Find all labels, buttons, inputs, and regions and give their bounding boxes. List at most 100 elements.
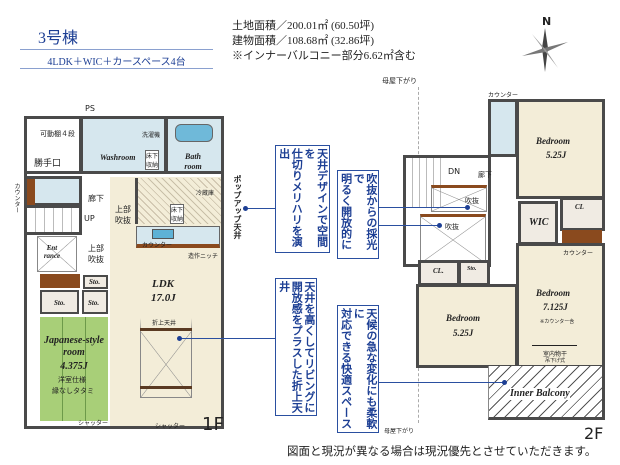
eave-label-bottom: 母屋下がり [384, 428, 415, 435]
bedroom-2-size: 7.125J [543, 302, 568, 312]
ldk-name: LDK [152, 278, 174, 290]
callout-text: 開放感をプラスした折上天井 [277, 281, 304, 413]
callout-dot [243, 206, 248, 211]
bedroom-2-note: ※カウンター含 [540, 319, 575, 325]
inner-balcony-label: Inner Balcony [510, 388, 570, 400]
ldk-size: 17.0J [151, 292, 176, 304]
entrance [37, 236, 77, 272]
counter-label-1f: カウンター [13, 183, 20, 213]
closet-2-label: CL. [433, 267, 444, 275]
ps-label: PS [85, 104, 95, 113]
washroom-label: Washroom [100, 153, 136, 162]
callout-void-light: 吹抜からの採光で明るく開放的に [337, 170, 379, 259]
entrance-label: Ent rance [43, 244, 61, 261]
land-area: 土地面積／200.01㎡ (60.50坪) [232, 20, 375, 32]
fridge-label: 冷蔵庫 [196, 188, 215, 197]
divider [20, 49, 213, 50]
callout-dot [177, 336, 182, 341]
storage-3-label: Sto. [88, 299, 100, 307]
popup-ceiling-label: ポップアップ天井 [233, 175, 242, 239]
compass-label: N [542, 15, 552, 28]
eave-label-top: 母屋下がり [382, 77, 417, 85]
storage-1-label: Sto. [89, 278, 101, 286]
callout-leader [245, 208, 275, 209]
building-area: 建物面積／108.68㎡ (32.86坪) [232, 35, 375, 47]
counter-label-mid: カウンター [563, 250, 594, 257]
void-a-label: 吹抜 [465, 197, 479, 205]
drying-rod [532, 345, 577, 346]
counter-1f [27, 179, 35, 205]
callout-dot [437, 223, 442, 228]
eave-line [418, 368, 419, 423]
coffered-beam [140, 386, 192, 389]
stair-storage [40, 274, 80, 288]
void-label-1: 上部吹抜 [115, 205, 131, 225]
coffered-beam [140, 328, 192, 331]
bedroom-1 [516, 99, 605, 199]
bedroom-3 [416, 284, 518, 368]
callout-leader [180, 338, 275, 339]
underfloor-storage-1: 床下収納 [145, 150, 159, 170]
up-label: UP [84, 214, 95, 223]
void-a [431, 185, 487, 212]
japanese-room [40, 317, 108, 421]
storage-3: Sto. [82, 290, 108, 314]
callout-leader [364, 382, 504, 383]
floor1-label: 1F [202, 414, 224, 435]
bedroom-3-name: Bedroom [446, 313, 481, 323]
callout-dot [502, 380, 507, 385]
callout-ceiling-design: 天井デザインで空間を仕切りメリハリを演出 [275, 145, 330, 253]
callout-text: 吹抜からの採光で [352, 173, 378, 250]
counter-label-kitchen: カウンター [142, 242, 173, 249]
underfloor-storage-2: 床下収納 [170, 204, 184, 224]
compass-icon [522, 28, 568, 72]
void-b [420, 214, 486, 264]
back-door-room [24, 116, 82, 174]
bath-label: Bath room [184, 152, 202, 171]
hall-label-2f: 廊下 [478, 171, 492, 179]
sink [152, 229, 174, 239]
callout-text: 対応できる快適スペース [339, 308, 353, 429]
japanese-room-note-1: 洋室仕様 [58, 376, 86, 384]
niche-label: 造作ニッチ [188, 253, 219, 260]
bedroom-1-name: Bedroom [536, 136, 571, 146]
japanese-room-name: Japanese-style room [44, 335, 104, 358]
bedroom-1-size: 5.25J [546, 150, 567, 160]
balcony-note: ※インナーバルコニー部分6.62㎡含む [232, 50, 416, 62]
bathtub [175, 124, 213, 142]
callout-leader [362, 207, 467, 208]
drying-label: 室内物干 [543, 351, 568, 358]
layout-summary: 4LDK＋WIC＋カースペース4台 [47, 57, 186, 68]
counter-label-top: カウンター [488, 92, 519, 99]
shutter-label-2: シャッター [155, 423, 186, 430]
disclaimer: 図面と現況が異なる場合は現況優先とさせていただきます。 [287, 444, 597, 458]
coffered-label: 折上天井 [152, 320, 177, 327]
hall-label-1f: 廊下 [88, 194, 104, 203]
void-label-2: 上部吹抜 [88, 244, 104, 264]
callout-text: 明るく開放的に [339, 173, 353, 250]
closet-1-label: CL [575, 203, 584, 211]
toilet-2f [488, 99, 518, 157]
staircase-1f [24, 205, 82, 235]
storage-2-label: Sto. [54, 299, 66, 307]
shutter-label-1: シャッター [78, 420, 109, 427]
laundry-label: 洗濯機 [142, 132, 161, 139]
closet-1 [560, 197, 605, 231]
callout-text: 天井を高くしてリビングに [302, 281, 316, 413]
storage-2: Sto. [40, 290, 79, 314]
shelf-label: 可動棚４段 [40, 130, 75, 138]
drying-note: 吊下げ式 [545, 358, 566, 364]
bedroom-2-name: Bedroom [536, 288, 571, 298]
callout-balcony: 天候の急な変化にも柔軟に対応できる快適スペース [337, 305, 379, 433]
eave-line [418, 87, 419, 159]
japanese-room-size: 4.375J [60, 361, 88, 372]
building-number: 3号棟 [38, 30, 79, 47]
bedroom-2 [516, 243, 605, 368]
callout-text: 天候の急な変化にも柔軟に [352, 308, 378, 429]
back-door-label: 勝手口 [34, 159, 62, 169]
wic-label: WIC [529, 217, 549, 228]
callout-text: 天井デザインで空間を [302, 148, 329, 247]
storage-2f-label: Sto. [467, 266, 477, 272]
divider [20, 68, 213, 69]
storage-1: Sto. [83, 275, 108, 289]
